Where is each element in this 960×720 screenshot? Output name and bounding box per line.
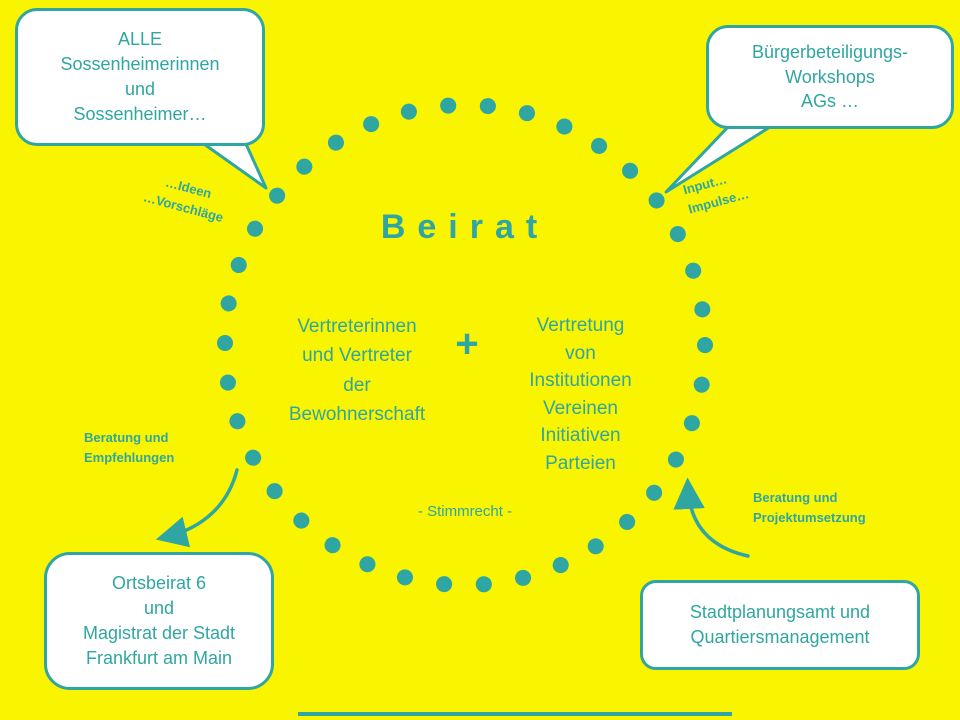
voting-note: - Stimmrecht - bbox=[417, 503, 513, 520]
label-beratung-projektumsetzung: Beratung und Projektumsetzung bbox=[753, 490, 866, 525]
curved-arrow-left-icon bbox=[155, 468, 239, 548]
curved-arrow-right-icon bbox=[673, 477, 750, 558]
bubble-all-sossenheimer: ALLE Sossenheimerinnen und Sossenheimer… bbox=[15, 8, 265, 146]
label-beratung-empfehlungen: Beratung und Empfehlungen bbox=[84, 430, 175, 465]
member-group-institutionen: Vertretung von Institutionen Vereinen In… bbox=[529, 315, 632, 474]
bottom-divider bbox=[298, 712, 732, 716]
dotted-circle bbox=[217, 97, 713, 593]
member-group-bewohnerschaft: Vertreterinnen und Vertreter der Bewohne… bbox=[288, 316, 426, 426]
bubble-buergerbeteiligung: Bürgerbeteiligungs- Workshops AGs … bbox=[706, 25, 954, 129]
circle-title: Beirat bbox=[380, 208, 550, 246]
bubble-ortsbeirat-magistrat: Ortsbeirat 6 und Magistrat der Stadt Fra… bbox=[44, 552, 274, 690]
speech-tail-top-left bbox=[202, 142, 268, 190]
bubble-stadtplanungsamt: Stadtplanungsamt und Quartiersmanagement bbox=[640, 580, 920, 670]
plus-sign: + bbox=[455, 322, 479, 366]
